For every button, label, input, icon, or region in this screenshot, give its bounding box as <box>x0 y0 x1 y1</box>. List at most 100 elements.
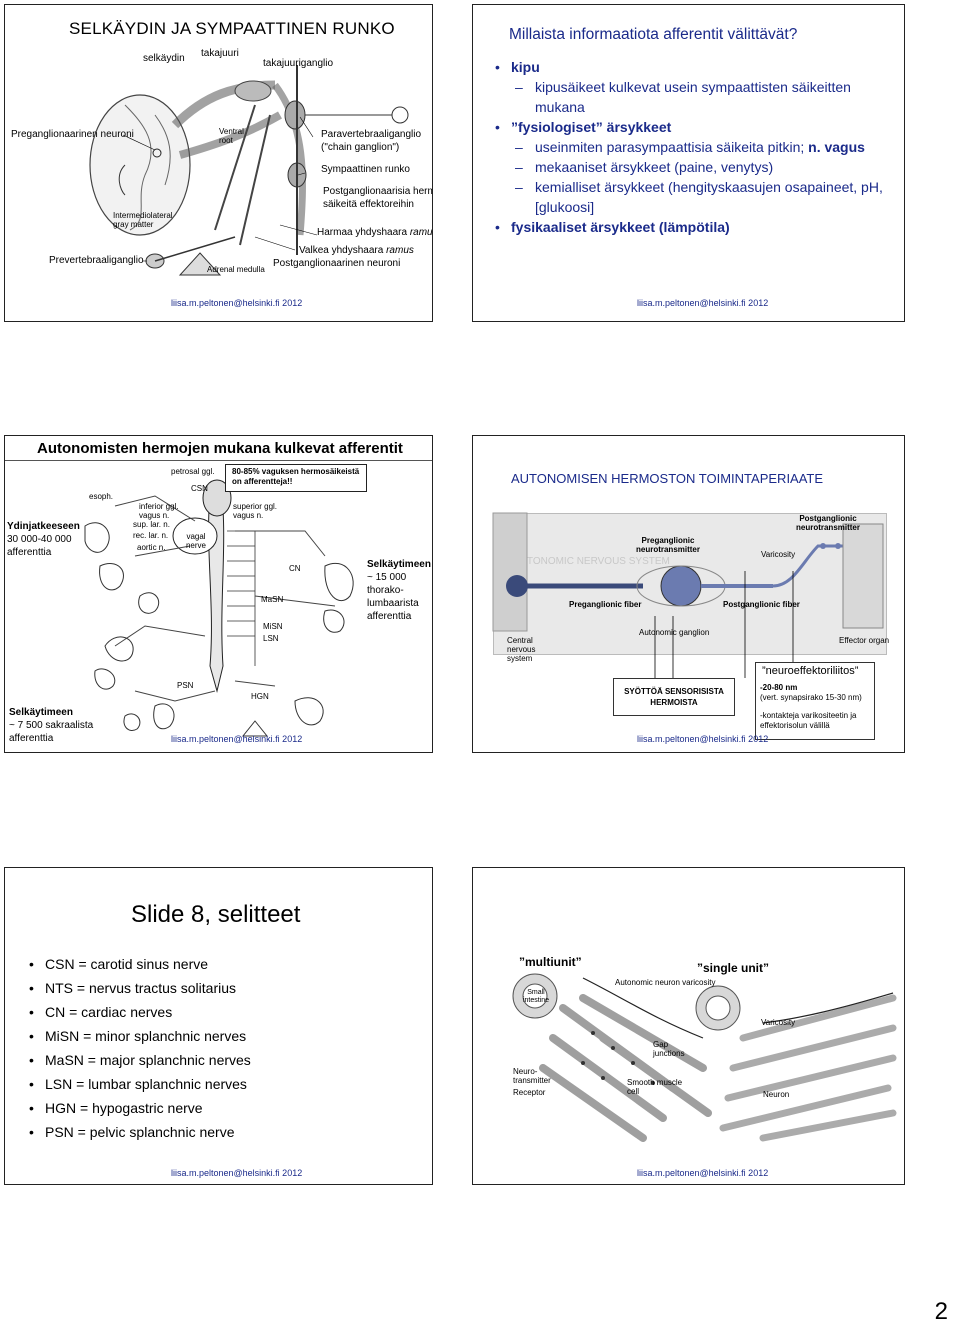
bullet-kipu: •kipu <box>495 59 540 75</box>
slide-4-title: AUTONOMISEN HERMOSTON TOIMINTAPERIAATE <box>511 471 824 486</box>
slide-2-bullets: •kipu –kipusäikeet kulkevat usein sympaa… <box>495 57 895 237</box>
label-valkea: Valkea yhdyshaara ramus <box>299 245 414 256</box>
left-bottom-text: Selkäytimeen ~ 7 500 sakraalista afferen… <box>9 707 94 744</box>
multiunit-label: ”multiunit” <box>519 955 582 969</box>
label-varicosity-2: Varicosity <box>761 1018 796 1027</box>
slide-5-list: •CSN = carotid sinus nerve •NTS = nervus… <box>29 952 251 1144</box>
label-preganglionic-nt: Preganglionic neurotransmitter <box>635 536 700 554</box>
label-postganglionic-fiber: Postganglionic fiber <box>723 600 800 609</box>
label-autonomic-ganglion: Autonomic ganglion <box>639 628 710 637</box>
label-sympaattinen-runko: Sympaattinen runko <box>321 164 410 175</box>
slide-5-footer: liisa.m.peltonen@helsinki.fi 2012 <box>171 1168 303 1178</box>
afferent-diagram <box>84 479 354 737</box>
slide-3-title-rule <box>5 460 432 461</box>
label-prevertebraaliganglio: Prevertebraaliganglio <box>49 255 144 266</box>
diag-label-vagus-1: vagus n. <box>139 511 170 520</box>
subbullet-mekaaniset: –mekaaniset ärsykkeet (paine, venytys) <box>515 159 774 175</box>
label-paravertebraaliganglio: Paravertebraaliganglio <box>321 129 422 140</box>
distance-bold: -20-80 nm <box>760 683 798 692</box>
label-takajuuriganglio: takajuuriganglio <box>263 58 334 69</box>
smooth-muscle-diagram <box>512 973 897 1142</box>
diag-label-vagus-2: vagus n. <box>233 511 264 520</box>
label-gap-junctions: Gap junctions <box>653 1040 685 1058</box>
subbullet-kemialliset: –kemialliset ärsykkeet (hengityskaasujen… <box>515 179 883 215</box>
single-unit-label: ”single unit” <box>697 961 769 975</box>
diag-label-inferior-ggl: inferior ggl. <box>139 502 179 511</box>
label-postgangl-saikeita-2: säikeitä effektoreihin <box>323 199 414 210</box>
ans-diagram: AUTONOMIC NERVOUS SYSTEM <box>492 512 884 632</box>
left-top-text: Ydinjatkeeseen 30 000-40 000 afferenttia <box>7 521 80 558</box>
faint-heading: AUTONOMIC NERVOUS SYSTEM <box>513 556 670 567</box>
kontakteja-2: effektorisolun välillä <box>760 721 830 730</box>
diag-label-petrosal: petrosal ggl. <box>171 467 215 476</box>
diag-label-hgn: HGN <box>251 692 269 701</box>
slide-5: Slide 8, selitteet •CSN = carotid sinus … <box>4 867 433 1185</box>
label-postganglionic-nt: Postganglionic neurotransmitter <box>795 514 860 532</box>
neuroeffektori-title: ”neuroeffektoriliitos” <box>762 665 859 677</box>
slide-3: Autonomisten hermojen mukana kulkevat af… <box>4 435 433 753</box>
callout-box: 80-85% vaguksen hermosäikeistä on affere… <box>225 464 367 492</box>
spinal-cord-diagram <box>89 65 409 276</box>
bullet-fysikaaliset: •fysikaaliset ärsykkeet (lämpötila) <box>495 219 730 235</box>
list-item: •HGN = hypogastric nerve <box>29 1100 203 1116</box>
diag-label-lsn: LSN <box>263 634 279 643</box>
bullet-fysiologiset: •”fysiologiset” ärsykkeet <box>495 119 672 135</box>
list-item: •PSN = pelvic splanchnic nerve <box>29 1124 235 1140</box>
label-takajuuri: takajuuri <box>201 48 239 59</box>
list-item: •MaSN = major splanchnic nerves <box>29 1052 251 1068</box>
slide-2: Millaista informaatiota afferentit välit… <box>472 4 905 322</box>
label-neuron: Neuron <box>763 1090 790 1099</box>
kontakteja-1: -kontakteja varikositeetin ja <box>760 711 857 720</box>
label-preganglionaarinen: Preganglionaarinen neuroni <box>11 129 134 140</box>
label-harmaa: Harmaa yhdyshaara ramus <box>317 227 433 238</box>
diag-label-masn: MaSN <box>261 595 284 604</box>
subbullet-kipusaikeet: –kipusäikeet kulkevat usein sympaattiste… <box>515 79 851 115</box>
list-item: •CSN = carotid sinus nerve <box>29 956 209 972</box>
label-receptor: Receptor <box>513 1088 546 1097</box>
syotto-box: SYÖTTÖÄ SENSORISISTA HERMOISTA <box>613 678 735 716</box>
diag-label-csn: CSN <box>191 484 208 493</box>
list-item: •LSN = lumbar splanchnic nerves <box>29 1076 247 1092</box>
callout-text: 80-85% vaguksen hermosäikeistä on affere… <box>232 467 360 486</box>
slide-1-footer: liisa.m.peltonen@helsinki.fi 2012 <box>171 298 303 308</box>
label-effector-organ: Effector organ <box>839 636 890 645</box>
diag-label-aortic: aortic n. <box>137 543 166 552</box>
label-postgangl-saikeita-1: Postganglionaarisia hermo- <box>323 186 433 197</box>
label-intermediolateral-2: gray matter <box>113 220 154 229</box>
diag-label-vagal-nerve: vagal nerve <box>185 532 206 550</box>
diag-label-superior-ggl: superior ggl. <box>233 502 278 511</box>
page-number: 2 <box>934 1298 948 1325</box>
label-cns-1: Central <box>507 636 533 645</box>
slide-3-footer: liisa.m.peltonen@helsinki.fi 2012 <box>171 734 303 744</box>
label-autonomic-varicosity: Autonomic neuron varicosity <box>615 978 716 987</box>
neuroeffektori-box: ”neuroeffektoriliitos” -20-80 nm (vert. … <box>755 662 875 740</box>
label-small-intestine: Small intestine <box>522 989 550 1004</box>
list-item: •CN = cardiac nerves <box>29 1004 173 1020</box>
slide-4: AUTONOMISEN HERMOSTON TOIMINTAPERIAATE A… <box>472 435 905 753</box>
label-preganglionic-fiber: Preganglionic fiber <box>569 600 642 609</box>
slide-2-title: Millaista informaatiota afferentit välit… <box>509 26 798 43</box>
label-cns-3: system <box>507 654 533 663</box>
label-varicosity: Varicosity <box>761 550 796 559</box>
slide-1-title: SELKÄYDIN JA SYMPAATTINEN RUNKO <box>69 19 395 38</box>
distance-rest: (vert. synapsirako 15-30 nm) <box>760 693 862 702</box>
list-item: •NTS = nervus tractus solitarius <box>29 980 237 996</box>
label-intermediolateral-1: Intermediolateral <box>113 211 173 220</box>
label-selkaydin: selkäydin <box>143 53 185 64</box>
diag-label-sup-lar: sup. lar. n. <box>133 520 170 529</box>
slide-1: SELKÄYDIN JA SYMPAATTINEN RUNKO sel <box>4 4 433 322</box>
slide-3-title: Autonomisten hermojen mukana kulkevat af… <box>37 440 403 457</box>
label-chain-ganglion: ("chain ganglion") <box>321 142 400 153</box>
diag-label-misn: MiSN <box>263 622 283 631</box>
slide-4-footer: liisa.m.peltonen@helsinki.fi 2012 <box>637 734 769 744</box>
label-postgangl-neuroni: Postganglionaarinen neuroni <box>273 258 401 269</box>
slide-5-title: Slide 8, selitteet <box>131 901 301 928</box>
label-neurotransmitter: Neuro-transmitter <box>513 1067 551 1085</box>
diag-label-cn: CN <box>289 564 301 573</box>
label-cns-2: nervous <box>507 645 536 654</box>
diag-label-rec-lar: rec. lar. n. <box>133 531 169 540</box>
slide-2-footer: liisa.m.peltonen@helsinki.fi 2012 <box>637 298 769 308</box>
label-ventral-root: Ventral root <box>219 127 244 145</box>
subbullet-useinmiten: –useinmiten parasympaattisia säikeita pi… <box>515 139 865 155</box>
slide-6-footer: liisa.m.peltonen@helsinki.fi 2012 <box>637 1168 769 1178</box>
